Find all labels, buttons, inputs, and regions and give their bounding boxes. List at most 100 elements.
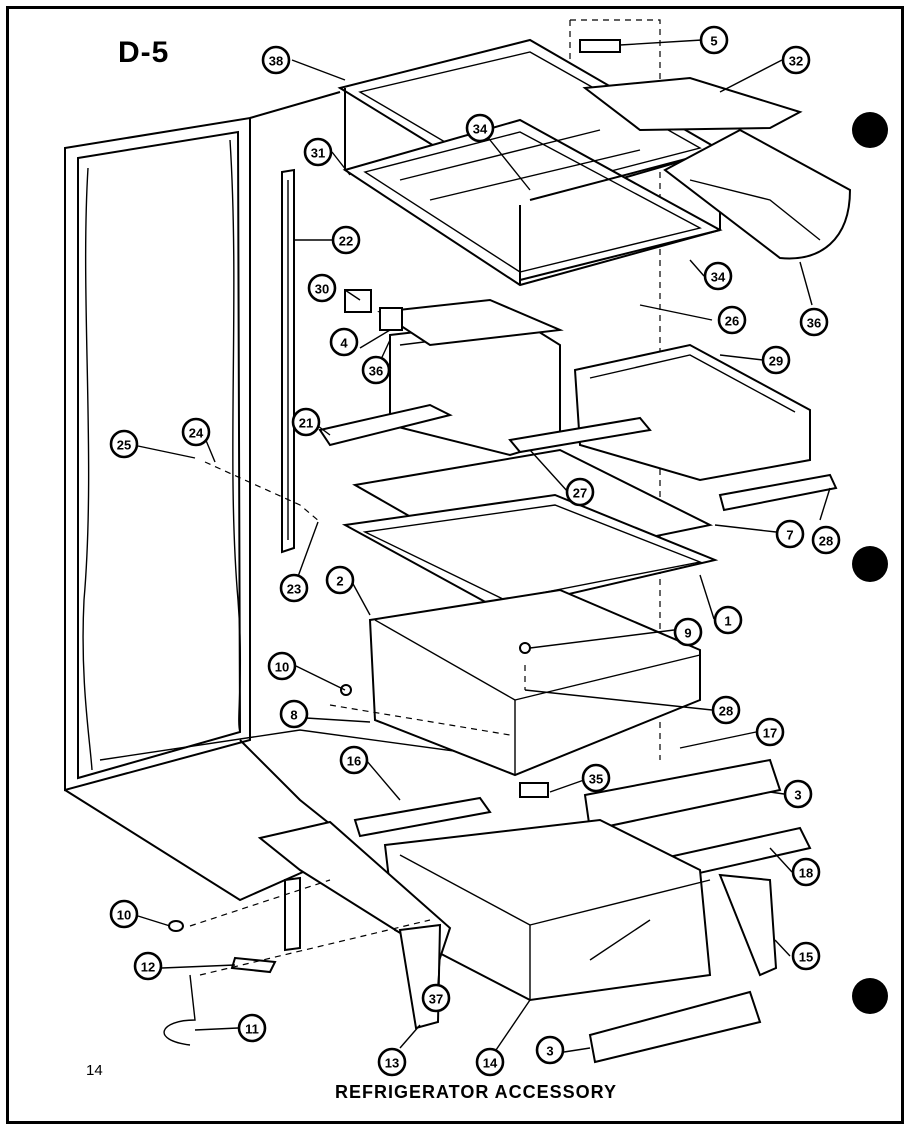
callout-34-lower-label: 34 bbox=[711, 270, 726, 285]
binder-hole-top bbox=[852, 112, 888, 148]
callout-23-bubble bbox=[279, 573, 309, 603]
callout-17-label: 17 bbox=[763, 726, 777, 741]
callout-22-label: 22 bbox=[339, 234, 353, 249]
callout-14: 14 bbox=[475, 1047, 505, 1077]
binder-hole-middle bbox=[852, 546, 888, 582]
callout-3-upper: 3 bbox=[783, 779, 813, 809]
callout-38-label: 38 bbox=[269, 54, 283, 69]
callout-25-label: 25 bbox=[117, 438, 131, 453]
callout-30-label: 30 bbox=[315, 282, 329, 297]
callout-3-upper-label: 3 bbox=[794, 788, 801, 803]
callout-10-lower-label: 10 bbox=[117, 908, 131, 923]
callout-35-bubble bbox=[581, 763, 611, 793]
crisper-cover bbox=[579, 39, 852, 260]
callout-28-center-bubble bbox=[711, 695, 741, 725]
callout-36-right: 36 bbox=[799, 307, 829, 337]
callout-26: 26 bbox=[717, 305, 747, 335]
callout-7-bubble bbox=[775, 519, 805, 549]
callout-2-bubble bbox=[325, 565, 355, 595]
callout-12: 12 bbox=[133, 951, 163, 981]
callout-37-label: 37 bbox=[429, 992, 443, 1007]
callout-28-center-label: 28 bbox=[719, 704, 733, 719]
callout-1: 1 bbox=[713, 605, 743, 635]
callout-29-bubble bbox=[761, 345, 791, 375]
callout-8-bubble bbox=[279, 699, 309, 729]
callout-29-label: 29 bbox=[769, 354, 783, 369]
callout-13-label: 13 bbox=[385, 1056, 399, 1071]
callout-11-bubble bbox=[237, 1013, 267, 1043]
callout-30-bubble bbox=[307, 273, 337, 303]
callout-15: 15 bbox=[791, 941, 821, 971]
callout-32: 32 bbox=[781, 45, 811, 75]
callout-32-bubble bbox=[781, 45, 811, 75]
callout-4-bubble bbox=[329, 327, 359, 357]
callout-24-bubble bbox=[181, 417, 211, 447]
callout-4: 4 bbox=[329, 327, 359, 357]
callout-18-bubble bbox=[791, 857, 821, 887]
callout-31-label: 31 bbox=[311, 146, 325, 161]
drawer-rails bbox=[318, 403, 838, 512]
callout-31: 31 bbox=[303, 137, 333, 167]
callout-13: 13 bbox=[377, 1047, 407, 1077]
callout-36-left: 36 bbox=[361, 355, 391, 385]
callout-2: 2 bbox=[325, 565, 355, 595]
callout-35-label: 35 bbox=[589, 772, 603, 787]
callout-3-upper-bubble bbox=[783, 779, 813, 809]
page-label: D-5 bbox=[118, 36, 170, 69]
callout-leaders bbox=[137, 39, 831, 1053]
callout-28-right: 28 bbox=[811, 525, 841, 555]
callout-13-bubble bbox=[377, 1047, 407, 1077]
page-number: 14 bbox=[86, 1062, 103, 1079]
callout-25-bubble bbox=[109, 429, 139, 459]
callout-12-bubble bbox=[133, 951, 163, 981]
callout-1-bubble bbox=[713, 605, 743, 635]
callout-15-bubble bbox=[791, 941, 821, 971]
callout-35: 35 bbox=[581, 763, 611, 793]
callout-23-label: 23 bbox=[287, 582, 301, 597]
callout-34-upper-label: 34 bbox=[473, 122, 488, 137]
callout-1-label: 1 bbox=[724, 614, 731, 629]
callout-36-left-bubble bbox=[361, 355, 391, 385]
callout-31-bubble bbox=[303, 137, 333, 167]
callout-10-upper-bubble bbox=[267, 651, 297, 681]
callout-3-lower-bubble bbox=[535, 1035, 565, 1065]
callout-17-bubble bbox=[755, 717, 785, 747]
callout-23: 23 bbox=[279, 573, 309, 603]
callout-18-label: 18 bbox=[799, 866, 813, 881]
callout-12-label: 12 bbox=[141, 960, 155, 975]
support-brackets bbox=[163, 820, 778, 1046]
callout-28-right-label: 28 bbox=[819, 534, 833, 549]
callout-10-upper: 10 bbox=[267, 651, 297, 681]
callout-11-label: 11 bbox=[245, 1022, 259, 1037]
callout-38: 38 bbox=[261, 45, 291, 75]
callout-7: 7 bbox=[775, 519, 805, 549]
callout-21-label: 21 bbox=[299, 416, 313, 431]
page-border bbox=[6, 6, 904, 1124]
callout-2-label: 2 bbox=[336, 574, 343, 589]
callout-21: 21 bbox=[291, 407, 321, 437]
callout-11: 11 bbox=[237, 1013, 267, 1043]
callout-36-left-label: 36 bbox=[369, 364, 383, 379]
callout-5-bubble bbox=[699, 25, 729, 55]
callout-3-lower-label: 3 bbox=[546, 1044, 553, 1059]
callout-8-label: 8 bbox=[290, 708, 297, 723]
callout-27: 27 bbox=[565, 477, 595, 507]
callout-9-bubble bbox=[673, 617, 703, 647]
callout-26-bubble bbox=[717, 305, 747, 335]
callout-27-bubble bbox=[565, 477, 595, 507]
callout-24: 24 bbox=[181, 417, 211, 447]
callout-14-label: 14 bbox=[483, 1056, 498, 1071]
callout-9-label: 9 bbox=[684, 626, 691, 641]
callout-29: 29 bbox=[761, 345, 791, 375]
callout-37-bubble bbox=[421, 983, 451, 1013]
callout-9: 9 bbox=[673, 617, 703, 647]
callout-16: 16 bbox=[339, 745, 369, 775]
callout-27-label: 27 bbox=[573, 486, 587, 501]
callout-34-upper: 34 bbox=[465, 113, 495, 143]
callout-22-bubble bbox=[331, 225, 361, 255]
callout-32-label: 32 bbox=[789, 54, 803, 69]
callout-10-lower-bubble bbox=[109, 899, 139, 929]
glass-shelves bbox=[341, 448, 719, 612]
